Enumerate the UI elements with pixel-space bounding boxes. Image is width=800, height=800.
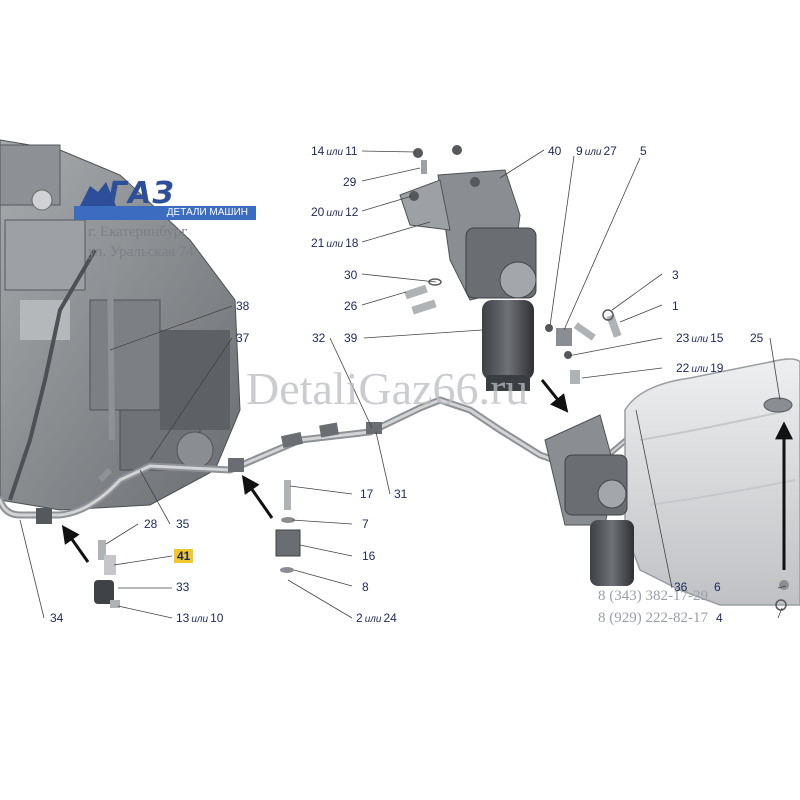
callout-36: 36	[674, 580, 688, 594]
callout-25: 25	[750, 331, 764, 345]
label-13: 13	[176, 611, 190, 625]
callout-6: 6	[714, 580, 721, 594]
callout-33: 33	[176, 580, 190, 594]
callout-35: 35	[176, 517, 190, 531]
label-9: 9	[576, 144, 583, 158]
callout-17: 17	[360, 487, 374, 501]
callout-29: 29	[343, 175, 357, 189]
address-city: г. Екатеринбург	[88, 224, 188, 240]
ili-text: или	[691, 364, 709, 375]
ili-text: или	[691, 334, 709, 345]
address-street: ул. Уральская 74	[88, 244, 194, 260]
callout-5: 5	[640, 144, 647, 158]
callout-38: 38	[236, 299, 250, 313]
label-23: 23	[676, 331, 690, 345]
label-19: 19	[710, 361, 724, 375]
callout-16: 16	[362, 549, 376, 563]
callout-3: 3	[672, 268, 679, 282]
label-15: 15	[710, 331, 724, 345]
filter-assembly-lower	[544, 414, 634, 586]
callout-8: 8	[362, 580, 369, 594]
callout-28: 28	[144, 517, 158, 531]
ili-text: или	[326, 147, 344, 158]
leader-lines	[19, 149, 787, 619]
ili-text: или	[191, 614, 209, 625]
callout-7: 7	[362, 517, 369, 531]
label-2: 2	[356, 611, 363, 625]
label-10: 10	[210, 611, 224, 625]
callout-39: 39	[344, 331, 358, 345]
callout-34: 34	[50, 611, 64, 625]
logo-subtitle: ДЕТАЛИ МАШИН	[74, 206, 256, 220]
filter-assembly-upper	[399, 169, 537, 391]
callout-4: 4	[716, 611, 723, 625]
label-14: 14	[311, 144, 325, 158]
ili-text: или	[584, 147, 602, 158]
engine	[0, 139, 241, 511]
deer-logo-icon	[80, 182, 116, 206]
label-11: 11	[345, 144, 358, 158]
callout-30: 30	[344, 268, 358, 282]
callout-31: 31	[394, 487, 408, 501]
label-21: 21	[311, 236, 325, 250]
callout-41: 41	[174, 549, 194, 563]
callout-26: 26	[344, 299, 358, 313]
label-24: 24	[383, 611, 397, 625]
ili-text: или	[364, 614, 382, 625]
label-22: 22	[676, 361, 690, 375]
watermark: DetaliGaz66.ru	[246, 363, 529, 414]
label-20: 20	[311, 205, 325, 219]
gaz-logo	[68, 178, 258, 220]
hardware-parts	[94, 145, 789, 611]
logo-brand: ГАЗ	[108, 176, 175, 211]
label-27: 27	[603, 144, 617, 158]
phone-1: 8 (343) 382-17-29	[598, 588, 708, 604]
ili-text: или	[326, 239, 344, 250]
line-clamps	[36, 422, 382, 524]
label-12: 12	[345, 205, 359, 219]
callout-32: 32	[312, 331, 326, 345]
label-41-highlighted: 41	[174, 549, 194, 563]
label-18: 18	[345, 236, 359, 250]
callout-40: 40	[548, 144, 562, 158]
callout-1: 1	[672, 299, 679, 313]
assembly-arrows	[61, 379, 793, 570]
ili-text: или	[326, 208, 344, 219]
callout-37: 37	[236, 331, 250, 345]
fuel-tank	[624, 358, 800, 606]
phone-2: 8 (929) 222-82-17	[598, 610, 708, 626]
